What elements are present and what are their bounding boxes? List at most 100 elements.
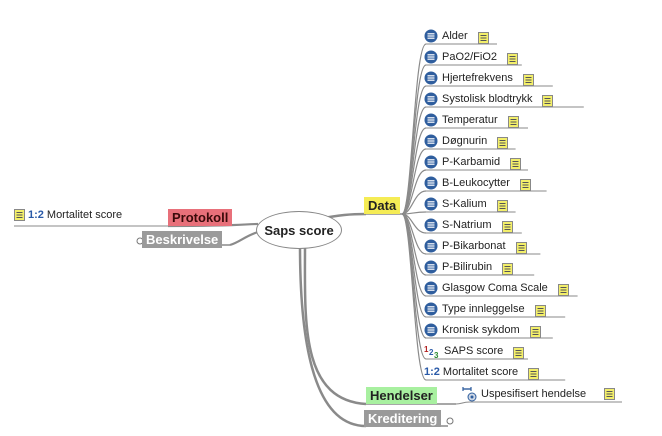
ratio-icon: 1:2 [424, 366, 440, 378]
data-item[interactable]: S-Kalium [424, 195, 508, 213]
kreditering-node[interactable]: Kreditering [364, 410, 442, 427]
note-icon [496, 199, 508, 212]
connector-center-beskrivelse [229, 230, 259, 247]
beskrivelse-node[interactable]: Beskrivelse [142, 231, 223, 248]
list-icon [424, 50, 438, 64]
data-item-label: Hjertefrekvens [442, 72, 513, 84]
list-icon [424, 260, 438, 274]
note-icon [534, 304, 546, 317]
connector-data-item [401, 190, 427, 215]
data-item[interactable]: Temperatur [424, 111, 519, 129]
expand-toggle-icon[interactable] [446, 417, 454, 425]
note-icon [542, 94, 554, 107]
data-item[interactable]: P-Karbamid [424, 153, 522, 171]
list-icon [424, 239, 438, 253]
note-icon [497, 136, 509, 149]
kreditering-label: Kreditering [368, 411, 438, 426]
list-icon [424, 218, 438, 232]
data-node[interactable]: Data [364, 197, 401, 214]
data-item[interactable]: Hjertefrekvens [424, 69, 534, 87]
list-icon [424, 197, 438, 211]
data-item-label: Døgnurin [442, 135, 488, 147]
connector-center-hendelser [303, 245, 367, 406]
note-icon [515, 241, 527, 254]
uspesifisert-hendelse-label: Uspesifisert hendelse [481, 388, 587, 400]
list-icon [424, 155, 438, 169]
connector-data-item [401, 213, 427, 381]
data-item[interactable]: Systolisk blodtrykk [424, 90, 554, 108]
data-item[interactable]: P-Bikarbonat [424, 237, 527, 255]
data-item-label: Glasgow Coma Scale [442, 282, 548, 294]
central-topic[interactable]: Saps score [256, 211, 342, 249]
list-icon [424, 92, 438, 106]
data-item[interactable]: Alder [424, 27, 489, 45]
data-item-label: SAPS score [444, 345, 504, 357]
note-icon [557, 283, 569, 296]
svg-text:3: 3 [434, 351, 439, 358]
data-item-label: P-Bilirubin [442, 261, 493, 273]
note-icon [502, 262, 514, 275]
left-mortalitet-label: Mortalitet score [46, 209, 123, 221]
note-icon [14, 209, 25, 221]
data-item-label: B-Leukocytter [442, 177, 510, 189]
data-item-label: Systolisk blodtrykk [442, 93, 533, 105]
note-icon [604, 388, 616, 400]
note-icon [519, 178, 531, 191]
list-icon [424, 176, 438, 190]
data-item[interactable]: PaO2/FiO2 [424, 48, 519, 66]
list-icon [424, 281, 438, 295]
protokoll-label: Protokoll [172, 210, 229, 225]
list-icon [424, 302, 438, 316]
data-item[interactable]: Døgnurin [424, 132, 509, 150]
data-item-label: S-Kalium [442, 198, 487, 210]
data-item-label: P-Karbamid [442, 156, 501, 168]
ratio-icon: 1:2 [28, 209, 44, 221]
list-icon [424, 29, 438, 43]
note-icon [477, 31, 489, 44]
left-mortalitet-node[interactable]: 1:2 Mortalitet score [14, 207, 122, 223]
note-icon [510, 157, 522, 170]
note-icon [507, 115, 519, 128]
data-item-label: Temperatur [442, 114, 498, 126]
note-icon [528, 367, 540, 380]
data-item[interactable]: P-Bilirubin [424, 258, 514, 276]
beskrivelse-label: Beskrivelse [146, 232, 219, 247]
protokoll-node[interactable]: Protokoll [168, 209, 233, 226]
data-item-label: Type innleggelse [442, 303, 525, 315]
note-icon [529, 325, 541, 338]
data-item[interactable]: S-Natrium [424, 216, 513, 234]
uspesifisert-hendelse-node[interactable]: Uspesifisert hendelse [462, 385, 616, 403]
event-icon [462, 387, 477, 402]
data-item-label: Alder [442, 30, 468, 42]
connector-hendelse-child [455, 401, 622, 405]
data-item[interactable]: Type innleggelse [424, 300, 546, 318]
hendelser-label: Hendelser [370, 388, 433, 403]
note-icon [501, 220, 513, 233]
note-icon [522, 73, 534, 86]
note-icon [513, 346, 525, 359]
data-item[interactable]: Kronisk sykdom [424, 321, 541, 339]
data-item-label: P-Bikarbonat [442, 240, 506, 252]
note-icon [507, 52, 519, 65]
hendelser-node[interactable]: Hendelser [366, 387, 437, 404]
data-label: Data [368, 198, 397, 213]
svg-text:1: 1 [424, 345, 429, 354]
data-item-label: PaO2/FiO2 [442, 51, 498, 63]
list-icon [424, 71, 438, 85]
connector-center-kreditering [298, 245, 367, 428]
central-topic-label: Saps score [264, 222, 334, 238]
data-item[interactable]: B-Leukocytter [424, 174, 531, 192]
svg-text:2: 2 [429, 348, 434, 357]
data-item-label: Kronisk sykdom [442, 324, 520, 336]
list-icon [424, 113, 438, 127]
data-item[interactable]: Glasgow Coma Scale [424, 279, 569, 297]
data-item-label: Mortalitet score [442, 366, 519, 378]
list-icon [424, 134, 438, 148]
data-item-label: S-Natrium [442, 219, 492, 231]
list-icon [424, 323, 438, 337]
connector-data-item [401, 169, 427, 215]
